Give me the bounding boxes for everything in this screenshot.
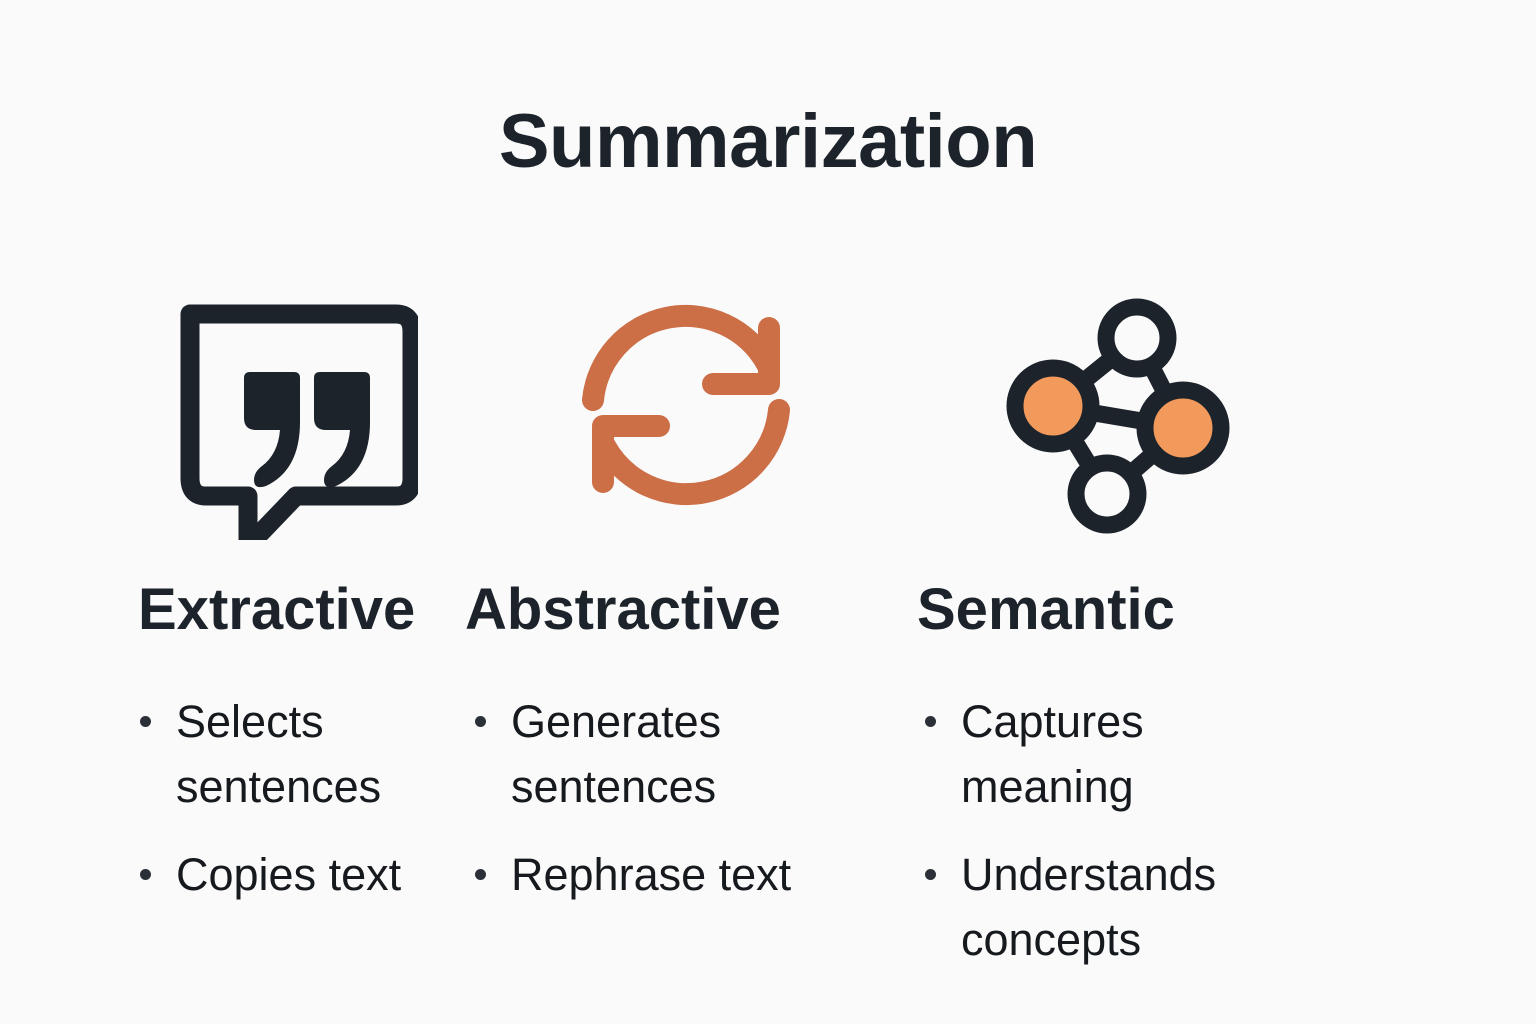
list-item-label: Understands concepts xyxy=(961,848,1217,965)
column-heading-abstractive: Abstractive xyxy=(465,577,781,642)
bullet-dot-icon xyxy=(925,716,936,727)
list-item-label: Captures meaning xyxy=(961,696,1144,813)
list-item-label: Selects sentences xyxy=(176,696,382,813)
bullet-dot-icon xyxy=(925,868,936,880)
list-item: Generates sentences xyxy=(465,689,885,820)
list-item: Rephrase text xyxy=(465,842,885,907)
column-heading-extractive: Extractive xyxy=(138,577,416,642)
column-abstractive: Abstractive Generates sentences Rephrase… xyxy=(430,290,900,907)
refresh-cycle-icon xyxy=(465,290,801,565)
column-extractive: Extractive Selects sentences Copies text xyxy=(0,290,430,907)
list-item: Captures meaning xyxy=(915,689,1315,820)
list-item: Selects sentences xyxy=(130,689,490,820)
network-graph-icon xyxy=(915,290,1245,565)
bullet-list-extractive: Selects sentences Copies text xyxy=(130,689,490,907)
page-title: Summarization xyxy=(498,99,1038,184)
bullet-dot-icon xyxy=(475,716,486,727)
list-item-label: Copies text xyxy=(176,848,402,900)
column-semantic: Semantic Captures meaning Understands co… xyxy=(900,290,1536,972)
bullet-dot-icon xyxy=(140,716,151,727)
speech-bubble-quote-icon xyxy=(130,290,418,565)
bullet-list-abstractive: Generates sentences Rephrase text xyxy=(465,689,885,907)
column-heading-semantic: Semantic xyxy=(917,577,1175,642)
list-item: Understands concepts xyxy=(915,842,1315,973)
list-item-label: Rephrase text xyxy=(511,848,792,900)
bullet-list-semantic: Captures meaning Understands concepts xyxy=(915,689,1315,972)
bullet-dot-icon xyxy=(475,868,486,880)
list-item: Copies text xyxy=(130,842,490,907)
concept-columns: Extractive Selects sentences Copies text xyxy=(0,290,1536,972)
bullet-dot-icon xyxy=(140,868,151,880)
list-item-label: Generates sentences xyxy=(511,696,722,813)
